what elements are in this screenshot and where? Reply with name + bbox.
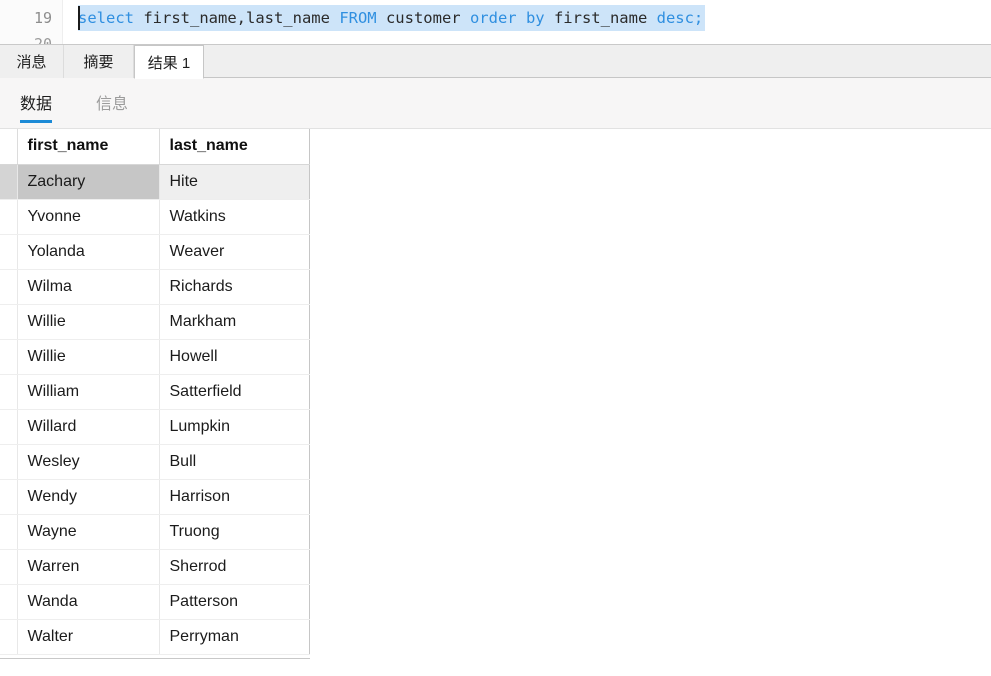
row-header-cell[interactable] [0, 584, 18, 620]
line-number-19: 19 [33, 9, 52, 27]
row-header-cell[interactable] [0, 409, 18, 445]
row-header-cell[interactable] [0, 304, 18, 340]
cell-first_name[interactable]: Yolanda [17, 234, 160, 270]
row-header-cell[interactable] [0, 479, 18, 515]
sql-keyword-token: order by [469, 9, 545, 27]
sql-keyword-token: select [78, 9, 134, 27]
row-header-cell[interactable] [0, 444, 18, 480]
cell-first_name[interactable]: Wanda [17, 584, 160, 620]
cell-last_name[interactable]: Watkins [159, 199, 310, 235]
sub-tab-1[interactable]: 信息 [96, 96, 129, 113]
cell-first_name[interactable]: Warren [17, 549, 160, 585]
sub-tab-0-active[interactable]: 数据 [20, 90, 53, 123]
row-header-cell[interactable] [0, 374, 18, 410]
row-header-cell[interactable] [0, 269, 18, 305]
sql-text-token: first_name [544, 9, 657, 27]
cell-last_name[interactable]: Richards [159, 269, 310, 305]
row-header-cell[interactable] [0, 619, 18, 655]
row-header-cell[interactable] [0, 234, 18, 270]
result-tab-strip: 消息摘要结果 1 [0, 44, 991, 79]
sql-keyword-token: FROM [339, 9, 377, 27]
cell-last_name[interactable]: Satterfield [159, 374, 310, 410]
cell-last_name[interactable]: Markham [159, 304, 310, 340]
text-caret [78, 6, 80, 30]
result-tab-0[interactable]: 消息 [0, 45, 64, 78]
result-tab-1[interactable]: 摘要 [64, 45, 134, 78]
cell-last_name[interactable]: Lumpkin [159, 409, 310, 445]
row-header-cell[interactable] [0, 199, 18, 235]
cell-first_name[interactable]: Willard [17, 409, 160, 445]
cell-first_name[interactable]: William [17, 374, 160, 410]
row-header-corner[interactable] [0, 129, 18, 165]
line-number-20: 20 [33, 35, 52, 44]
row-header-cell[interactable] [0, 549, 18, 585]
row-header-cell[interactable] [0, 339, 18, 375]
cell-last_name[interactable]: Howell [159, 339, 310, 375]
sql-text-token: customer [376, 9, 470, 27]
sql-keyword-token: desc; [656, 9, 704, 27]
column-header-first_name[interactable]: first_name [17, 129, 160, 165]
cell-last_name[interactable]: Sherrod [159, 549, 310, 585]
grid-bottom-border [0, 658, 310, 659]
cell-last_name[interactable]: Harrison [159, 479, 310, 515]
cell-first_name[interactable]: Willie [17, 304, 160, 340]
line-number-18: 18 [12, 0, 52, 7]
result-sub-tab-bar: 数据 信息 [0, 78, 991, 129]
row-header-cell[interactable] [0, 164, 18, 200]
cell-last_name[interactable]: Bull [159, 444, 310, 480]
sql-editor[interactable]: 18 19 20 select first_name,last_name FRO… [0, 0, 991, 44]
cell-first_name[interactable]: Yvonne [17, 199, 160, 235]
cell-last_name[interactable]: Patterson [159, 584, 310, 620]
cell-first_name[interactable]: Wendy [17, 479, 160, 515]
cell-first_name[interactable]: Wayne [17, 514, 160, 550]
cell-last_name[interactable]: Truong [159, 514, 310, 550]
editor-line-number-gutter: 18 19 20 [0, 0, 63, 44]
cell-first_name[interactable]: Wilma [17, 269, 160, 305]
cell-last_name[interactable]: Weaver [159, 234, 310, 270]
sql-statement-line[interactable]: select first_name,last_name FROM custome… [78, 5, 706, 31]
column-header-last_name[interactable]: last_name [159, 129, 310, 165]
cell-first_name[interactable]: Zachary [17, 164, 160, 200]
result-tab-2-active[interactable]: 结果 1 [134, 45, 204, 79]
sql-text-token: first_name,last_name [134, 9, 340, 27]
cell-first_name[interactable]: Wesley [17, 444, 160, 480]
cell-first_name[interactable]: Walter [17, 619, 160, 655]
cell-last_name[interactable]: Perryman [159, 619, 310, 655]
row-header-cell[interactable] [0, 514, 18, 550]
cell-last_name[interactable]: Hite [159, 164, 310, 200]
cell-first_name[interactable]: Willie [17, 339, 160, 375]
